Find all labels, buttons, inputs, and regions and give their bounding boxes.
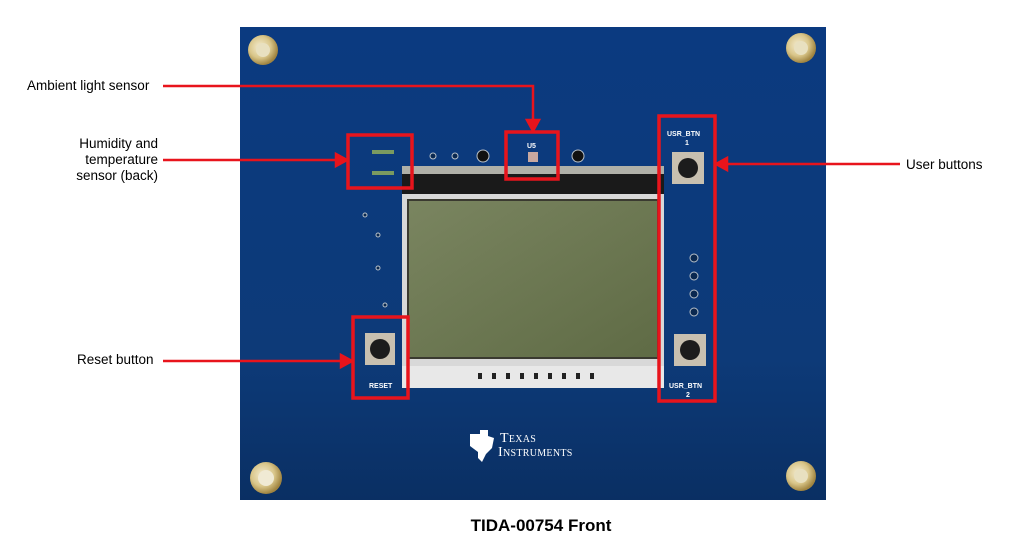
label-ambient-light-sensor: Ambient light sensor bbox=[27, 78, 150, 93]
ti-logo-icon bbox=[470, 430, 494, 462]
svg-text:U5: U5 bbox=[527, 143, 536, 150]
silk-usr2: USR_BTN bbox=[669, 383, 702, 390]
lcd-display bbox=[402, 166, 664, 388]
label-humidity-sensor: Humidity and temperature sensor (back) bbox=[76, 136, 158, 183]
svg-text:2: 2 bbox=[686, 392, 690, 399]
silk-usr1: USR_BTN bbox=[667, 131, 700, 138]
figure-caption: TIDA-00754 Front bbox=[470, 516, 612, 535]
svg-text:1: 1 bbox=[685, 140, 689, 147]
reset-highlight bbox=[351, 315, 410, 400]
highlight-boxes bbox=[346, 114, 717, 403]
tactile-buttons bbox=[365, 152, 706, 366]
label-reset-button: Reset button bbox=[77, 352, 154, 367]
mounting-holes bbox=[248, 33, 816, 494]
user-buttons-highlight bbox=[657, 114, 717, 403]
ambient-highlight bbox=[504, 130, 560, 181]
label-user-buttons: User buttons bbox=[906, 157, 983, 172]
silk-reset: RESET bbox=[369, 383, 393, 390]
ti-logo-text: Texas Instruments bbox=[498, 431, 573, 460]
leader-arrows bbox=[163, 84, 900, 370]
humidity-highlight bbox=[346, 133, 414, 190]
